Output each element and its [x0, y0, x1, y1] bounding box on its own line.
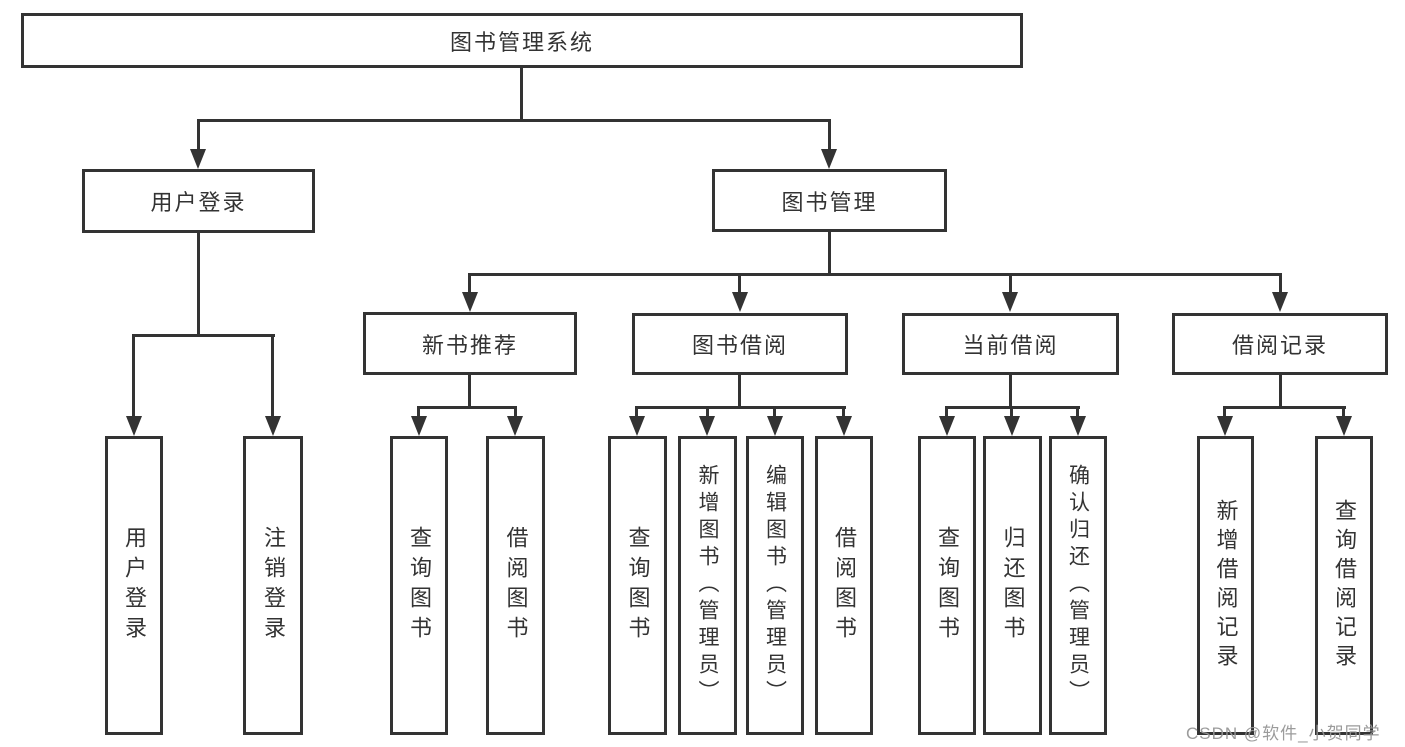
connector-line [945, 406, 948, 420]
connector-line [1279, 375, 1282, 408]
node-leaf-borrow-query-books: 查询图书 [608, 436, 667, 735]
arrow-down-icon [411, 416, 427, 436]
connector-line [828, 119, 831, 151]
arrow-down-icon [1002, 292, 1018, 312]
connector-line [1223, 406, 1226, 420]
connector-line [706, 406, 709, 420]
connector-line [1010, 406, 1013, 420]
node-user-login: 用户登录 [82, 169, 315, 233]
connector-line [520, 68, 523, 121]
connector-line [197, 119, 200, 151]
arrow-down-icon [821, 149, 837, 169]
node-borrowing-records: 借阅记录 [1172, 313, 1388, 375]
node-leaf-recommend-borrow-books: 借阅图书 [486, 436, 545, 735]
node-root-library-system: 图书管理系统 [21, 13, 1023, 68]
csdn-watermark: CSDN @软件_小贺同学 [1186, 724, 1381, 743]
connector-line [197, 233, 200, 336]
connector-line [514, 406, 517, 420]
node-book-management: 图书管理 [712, 169, 947, 232]
connector-line [468, 273, 1282, 276]
arrow-down-icon [1217, 416, 1233, 436]
node-leaf-records-query-record: 查询借阅记录 [1315, 436, 1373, 735]
arrow-down-icon [836, 416, 852, 436]
node-leaf-user-login: 用户登录 [105, 436, 163, 735]
connector-line [1009, 273, 1012, 294]
connector-line [738, 375, 741, 408]
arrow-down-icon [939, 416, 955, 436]
arrow-down-icon [629, 416, 645, 436]
connector-line [132, 334, 275, 337]
connector-line [197, 119, 831, 122]
arrow-down-icon [767, 416, 783, 436]
arrow-down-icon [507, 416, 523, 436]
node-leaf-recommend-query-books: 查询图书 [390, 436, 448, 735]
connector-line [828, 232, 831, 275]
connector-line [1076, 406, 1079, 420]
arrow-down-icon [462, 292, 478, 312]
connector-line [635, 406, 846, 409]
node-leaf-borrow-add-books-admin: 新增图书（管理员） [678, 436, 737, 735]
arrow-down-icon [732, 292, 748, 312]
node-leaf-borrow-borrow-books: 借阅图书 [815, 436, 873, 735]
connector-line [738, 273, 741, 294]
node-leaf-current-query-books: 查询图书 [918, 436, 976, 735]
node-leaf-current-return-books: 归还图书 [983, 436, 1042, 735]
connector-line [271, 334, 274, 418]
node-current-borrowing: 当前借阅 [902, 313, 1119, 375]
node-leaf-borrow-edit-books-admin: 编辑图书（管理员） [746, 436, 804, 735]
node-leaf-records-add-record: 新增借阅记录 [1197, 436, 1254, 735]
arrow-down-icon [1336, 416, 1352, 436]
connector-line [1279, 273, 1282, 294]
arrow-down-icon [190, 149, 206, 169]
arrow-down-icon [1070, 416, 1086, 436]
arrow-down-icon [126, 416, 142, 436]
connector-line [417, 406, 420, 420]
connector-line [417, 406, 517, 409]
arrow-down-icon [1272, 292, 1288, 312]
arrow-down-icon [1004, 416, 1020, 436]
arrow-down-icon [265, 416, 281, 436]
connector-line [1223, 406, 1346, 409]
connector-line [773, 406, 776, 420]
connector-line [1342, 406, 1345, 420]
connector-line [1009, 375, 1012, 408]
arrow-down-icon [699, 416, 715, 436]
node-leaf-logout: 注销登录 [243, 436, 303, 735]
connector-line [635, 406, 638, 420]
connector-line [468, 375, 471, 408]
node-book-borrowing: 图书借阅 [632, 313, 848, 375]
connector-line [468, 273, 471, 294]
node-leaf-current-confirm-return-admin: 确认归还（管理员） [1049, 436, 1107, 735]
connector-line [842, 406, 845, 420]
node-new-book-recommend: 新书推荐 [363, 312, 577, 375]
connector-line [132, 334, 135, 418]
